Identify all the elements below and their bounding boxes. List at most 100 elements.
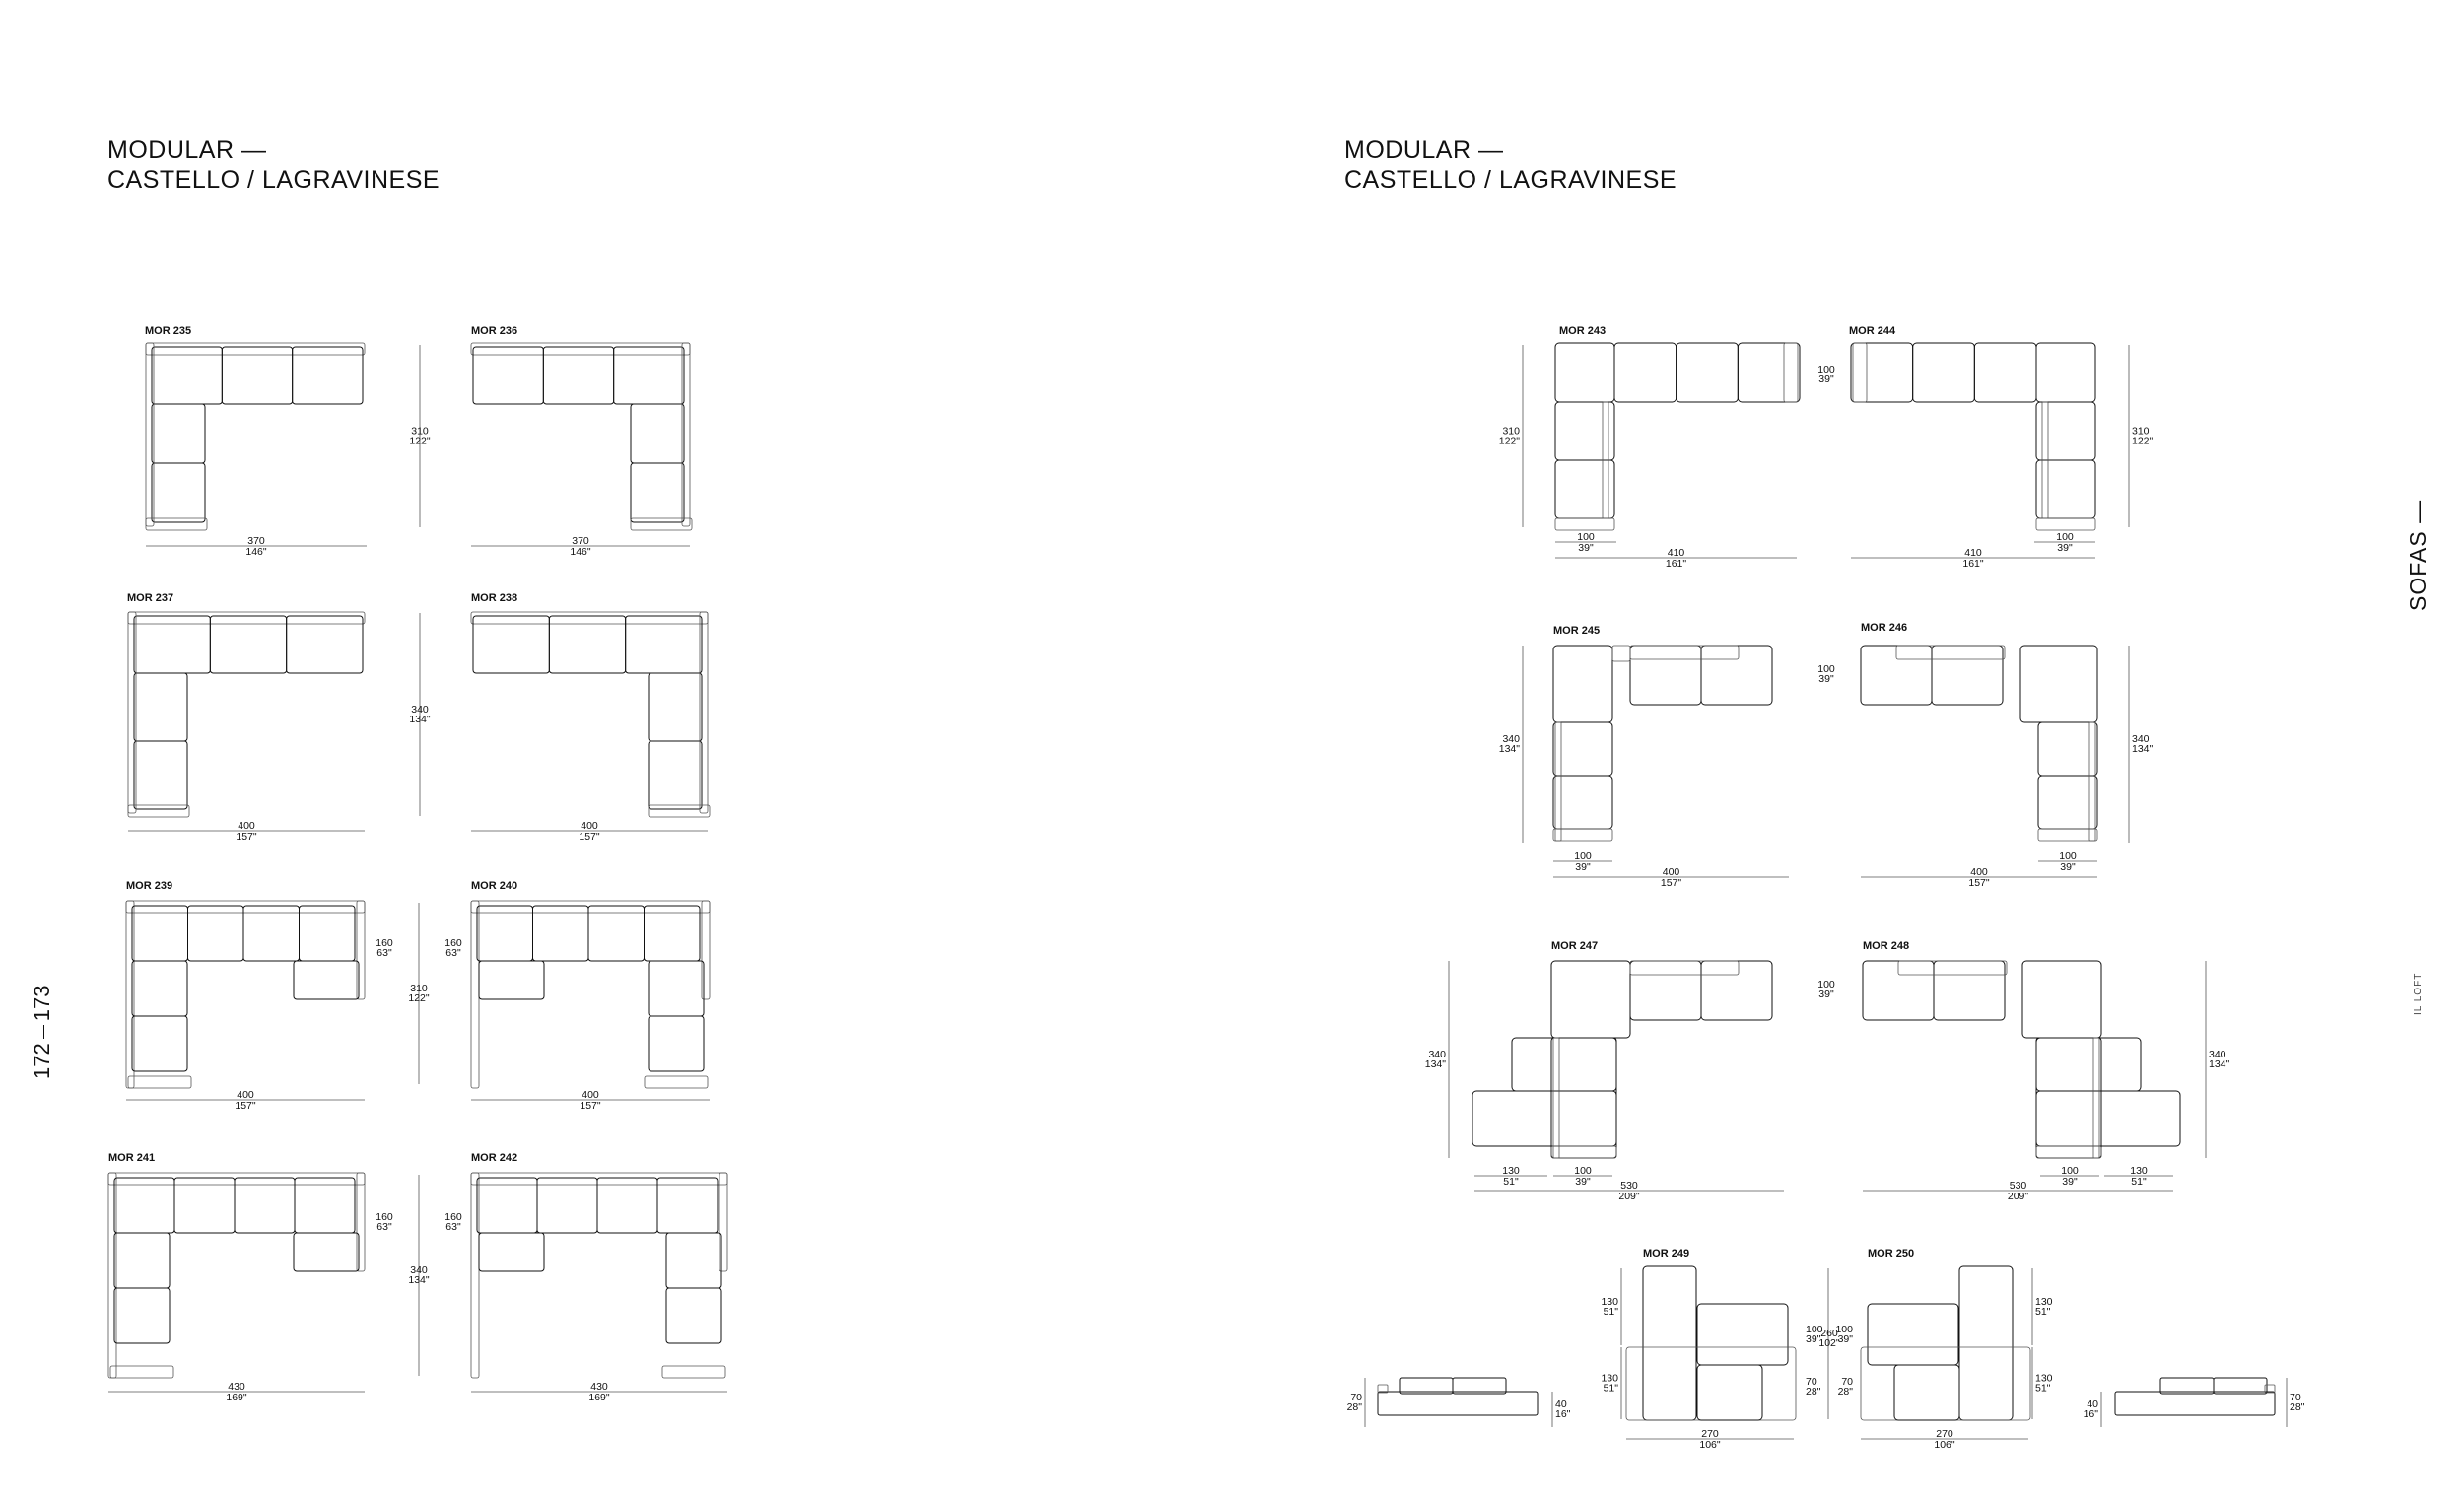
sofa-module bbox=[644, 905, 701, 962]
sofa-module bbox=[648, 960, 705, 1017]
dimension-label: 28" bbox=[1806, 1386, 1821, 1398]
sofa-module bbox=[1629, 960, 1740, 976]
sofa-module bbox=[478, 960, 545, 1000]
dimension-label: 70 bbox=[1841, 1376, 1853, 1388]
sofa-module bbox=[1554, 342, 1615, 403]
sofa-module bbox=[242, 905, 300, 962]
sofa-module bbox=[699, 611, 709, 814]
sofa-module bbox=[113, 1232, 171, 1289]
sofa-module bbox=[1933, 960, 2006, 1021]
sofa-module bbox=[665, 1287, 722, 1344]
sofa-module bbox=[1629, 960, 1702, 1021]
dimension-label: 63" bbox=[376, 1221, 392, 1233]
sofa-module bbox=[2035, 1037, 2142, 1092]
dimension-label: 130 bbox=[1601, 1296, 1618, 1308]
dimension-label: 134" bbox=[2209, 1058, 2230, 1070]
sofa-module bbox=[470, 1172, 480, 1379]
sofa-module bbox=[470, 611, 709, 625]
sofa-module bbox=[127, 611, 366, 625]
dimension-label: 310 bbox=[410, 983, 428, 994]
sofa-module bbox=[470, 1172, 728, 1186]
dimension-label: 146" bbox=[245, 546, 267, 558]
dimension-label: 28" bbox=[2290, 1401, 2305, 1413]
dimension-label: 106" bbox=[1934, 1439, 1955, 1451]
sofa-module bbox=[356, 900, 366, 1000]
sofa-module bbox=[1696, 1303, 1789, 1366]
dimension-label: 340 bbox=[1502, 733, 1520, 745]
dimension-label: 39" bbox=[2060, 861, 2076, 873]
sofa-module bbox=[1852, 342, 1868, 403]
model-label: MOR 245 bbox=[1553, 625, 1600, 637]
sofa-module bbox=[1611, 645, 1631, 662]
dimension-label: 39" bbox=[1838, 1333, 1854, 1345]
dimension-label: 100 bbox=[1574, 851, 1592, 862]
sofa-module bbox=[476, 1177, 538, 1234]
sofa-module bbox=[125, 900, 366, 914]
sofa-module bbox=[1895, 645, 2006, 660]
sofa-module bbox=[133, 740, 188, 810]
dimension-label: 400 bbox=[1663, 866, 1680, 878]
model-label: MOR 238 bbox=[471, 592, 517, 604]
sofa-module bbox=[472, 346, 544, 405]
dimension-label: 51" bbox=[1503, 1176, 1519, 1188]
dimension-label: 146" bbox=[570, 546, 591, 558]
dimension-label: 39" bbox=[2057, 542, 2073, 554]
sofa-module bbox=[2035, 342, 2096, 403]
dimension-label: 70 bbox=[2290, 1392, 2301, 1403]
sofa-module bbox=[656, 1177, 719, 1234]
sofa-module bbox=[145, 517, 208, 531]
sofa-module bbox=[2092, 1037, 2100, 1159]
dimension-label: 157" bbox=[236, 831, 257, 843]
sofa-module bbox=[1629, 645, 1702, 706]
sofa-module bbox=[1696, 1364, 1763, 1421]
sofa-module bbox=[187, 905, 244, 962]
dimension-label: 400 bbox=[1970, 866, 1988, 878]
sofa-module bbox=[1912, 342, 1975, 403]
dimension-label: 130 bbox=[2035, 1296, 2053, 1308]
heading-line-1: MODULAR — bbox=[107, 136, 267, 164]
sofa-module bbox=[2035, 1090, 2181, 1147]
dimension-label: 157" bbox=[1968, 877, 1990, 889]
sofa-module bbox=[532, 905, 589, 962]
dimension-label: 400 bbox=[582, 1089, 599, 1101]
dimension-label: 400 bbox=[581, 820, 598, 832]
sofa-module bbox=[2264, 1384, 2276, 1394]
dimension-label: 39" bbox=[2062, 1176, 2078, 1188]
dimension-label: 51" bbox=[2035, 1306, 2051, 1318]
dimension-label: 122" bbox=[409, 436, 431, 447]
sofa-module bbox=[1552, 775, 1613, 830]
sofa-module bbox=[1625, 1346, 1797, 1421]
sofa-module bbox=[1552, 828, 1613, 842]
sofa-module bbox=[1550, 1145, 1617, 1159]
sofa-module bbox=[644, 1075, 709, 1089]
sofa-module bbox=[127, 611, 137, 814]
model-label: MOR 247 bbox=[1551, 940, 1598, 952]
sofa-module bbox=[133, 615, 211, 674]
dimension-label: 134" bbox=[2132, 743, 2154, 755]
model-label: MOR 240 bbox=[471, 880, 517, 892]
sofa-module bbox=[630, 517, 693, 531]
sofa-module bbox=[1613, 342, 1677, 403]
sofa-module bbox=[2213, 1377, 2268, 1395]
sofa-module bbox=[665, 1232, 722, 1289]
dimension-label: 430 bbox=[590, 1381, 608, 1393]
sofa-module bbox=[151, 403, 206, 464]
sofa-module bbox=[470, 900, 480, 1089]
dimension-label: 130 bbox=[2035, 1373, 2053, 1385]
model-label: MOR 249 bbox=[1643, 1248, 1689, 1260]
sofa-module bbox=[151, 346, 223, 405]
model-label: MOR 235 bbox=[145, 325, 191, 337]
dimension-label: 370 bbox=[247, 535, 265, 547]
sofa-module bbox=[1377, 1391, 1539, 1416]
dimension-label: 100 bbox=[1817, 663, 1835, 675]
dimension-label: 100 bbox=[1817, 364, 1835, 375]
sofa-module bbox=[596, 1177, 658, 1234]
